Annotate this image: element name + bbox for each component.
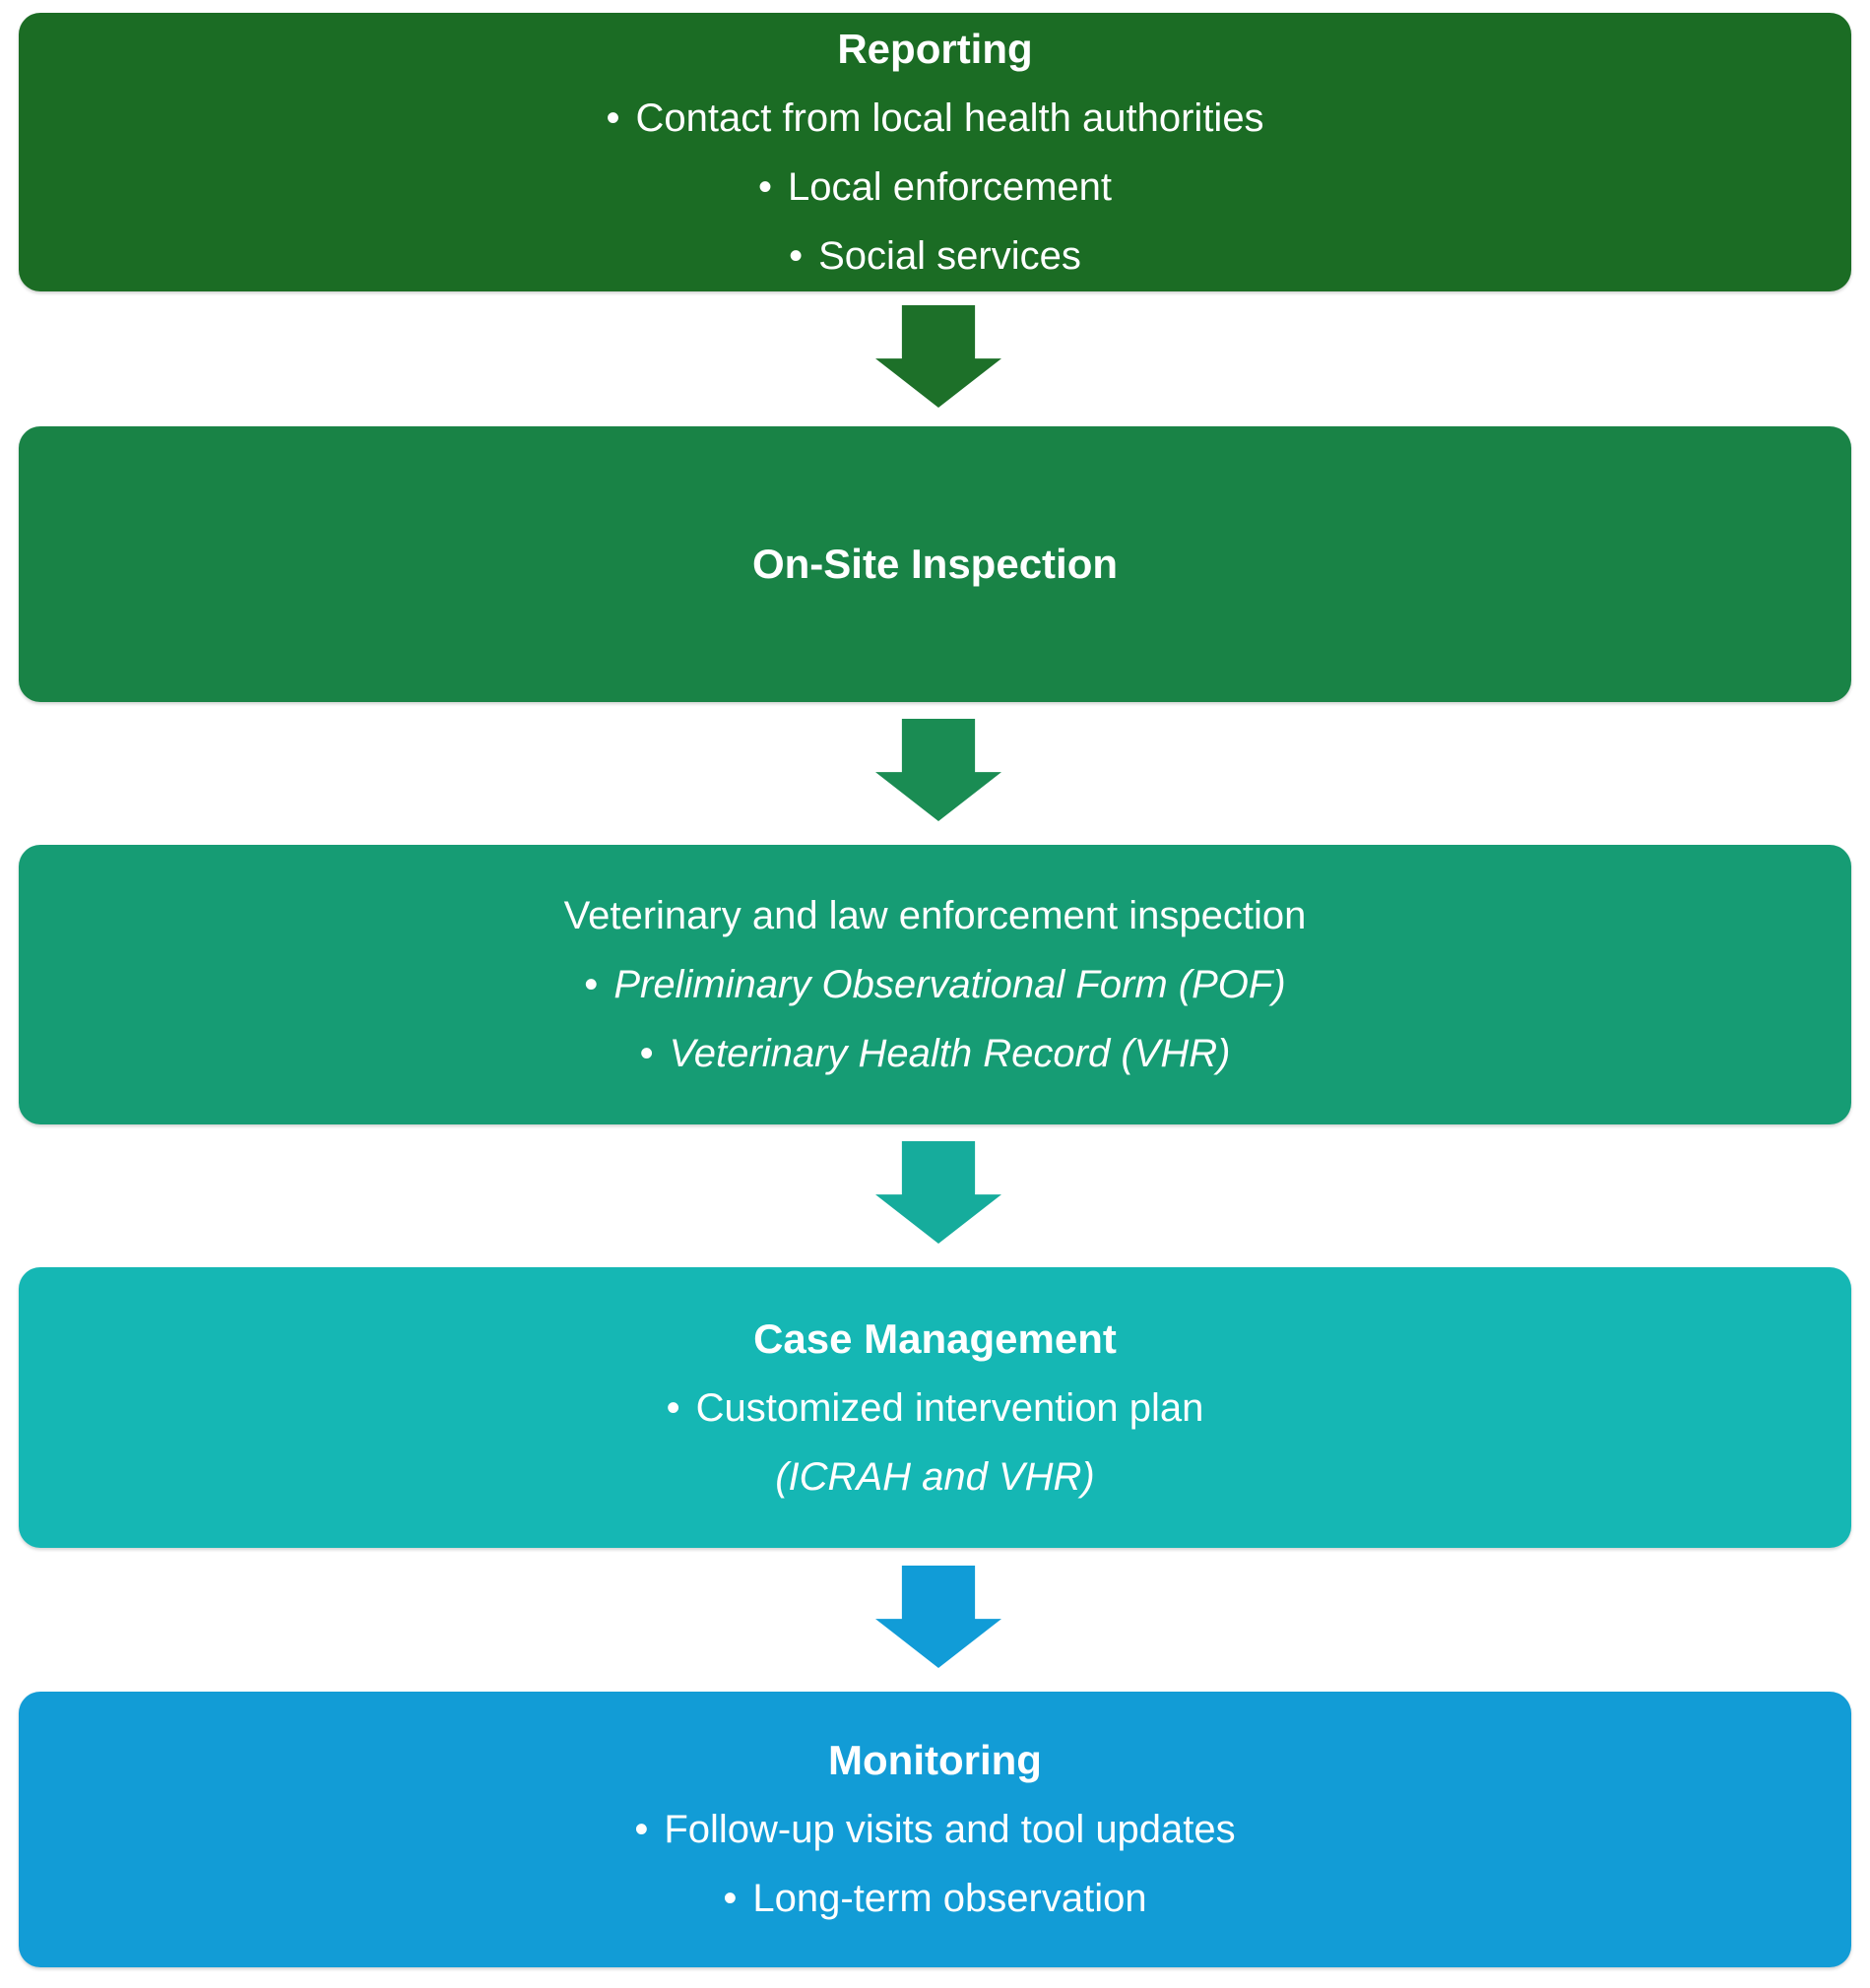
bullet-item: • Long-term observation [723, 1864, 1146, 1933]
bullet-text: Preliminary Observational Form (POF) [613, 963, 1286, 1006]
bullet-dot: • [606, 96, 620, 140]
bullet-text: Contact from local health authorities [635, 96, 1264, 140]
step-box-monitoring: Monitoring • Follow-up visits and tool up… [19, 1692, 1851, 1967]
bullet-item: • Customized intervention plan [667, 1374, 1204, 1443]
step-box-reporting: Reporting • Contact from local health aut… [19, 13, 1851, 291]
bullet-dot: • [666, 1385, 680, 1430]
bullet-dot: • [584, 963, 599, 1006]
bullet-dot: • [757, 164, 772, 209]
bullet-dot: • [639, 1032, 654, 1075]
bullet-item: • Local enforcement [758, 153, 1112, 222]
down-arrow [875, 719, 1001, 821]
step-title: Case Management [753, 1315, 1117, 1362]
step-heading: Veterinary and law enforcement inspectio… [563, 894, 1307, 937]
bullet-text: Long-term observation [752, 1877, 1147, 1920]
bullet-dot: • [723, 1877, 738, 1920]
down-arrow [875, 1566, 1001, 1668]
bullet-text: Social services [818, 233, 1081, 278]
bullet-dot: • [789, 233, 804, 278]
step-box-case-management: Case Management • Customized intervention… [19, 1267, 1851, 1548]
bullet-text: Local enforcement [787, 164, 1113, 209]
down-arrow [875, 305, 1001, 408]
step-note: (ICRAH and VHR) [775, 1454, 1095, 1499]
step-title: On-Site Inspection [751, 541, 1119, 587]
bullet-item: • Contact from local health authorities [606, 84, 1263, 153]
bullet-item: • Social services [789, 222, 1081, 290]
step-box-veterinary-inspection: Veterinary and law enforcement inspectio… [19, 845, 1851, 1124]
bullet-item: • Veterinary Health Record (VHR) [640, 1019, 1231, 1088]
bullet-text: Veterinary Health Record (VHR) [669, 1032, 1231, 1075]
bullet-text: Customized intervention plan [695, 1385, 1204, 1430]
bullet-text: Follow-up visits and tool updates [664, 1808, 1236, 1851]
step-title: Reporting [837, 25, 1033, 72]
bullet-item: • Preliminary Observational Form (POF) [584, 950, 1285, 1019]
down-arrow [875, 1141, 1001, 1244]
bullet-dot: • [634, 1808, 649, 1851]
step-box-on-site-inspection: On-Site Inspection [19, 426, 1851, 702]
bullet-item: • Follow-up visits and tool updates [634, 1795, 1235, 1864]
step-title: Monitoring [828, 1737, 1042, 1783]
